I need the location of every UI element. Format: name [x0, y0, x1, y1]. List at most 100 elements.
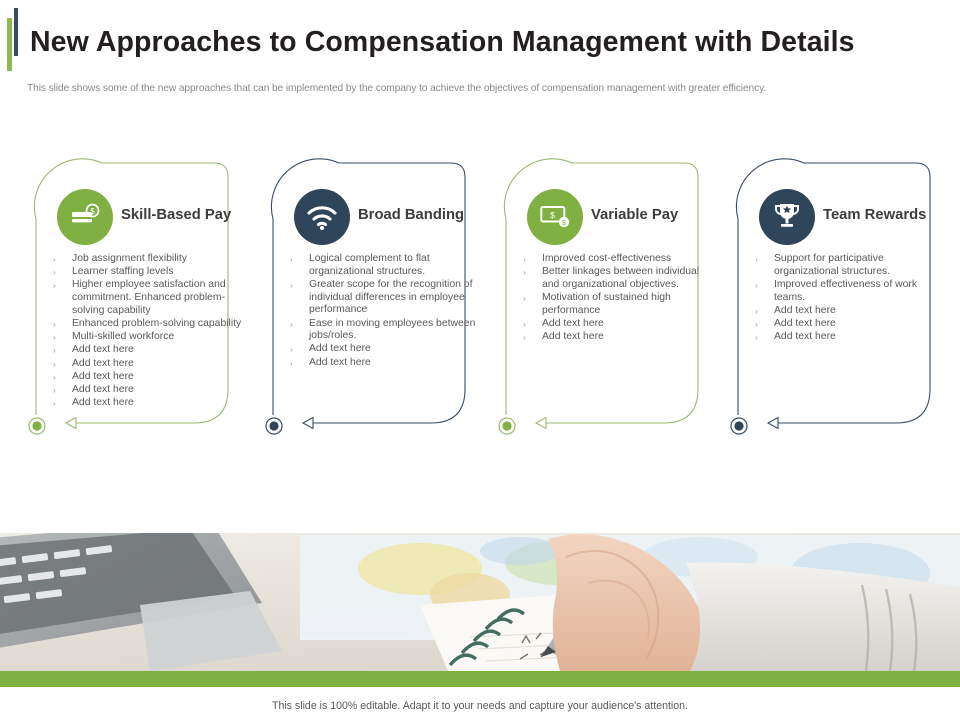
- footer-note: This slide is 100% editable. Adapt it to…: [271, 700, 689, 712]
- list-item-label: Job assignment flexibility: [72, 253, 187, 264]
- list-item: › Add text here: [48, 397, 244, 410]
- list-item-label: Ease in moving employees between jobs/ro…: [309, 317, 476, 342]
- list-item: ›Improved cost-effectiveness: [518, 253, 714, 266]
- chevron-right-icon: ›: [755, 279, 758, 290]
- card-icon-badge: $$: [527, 189, 583, 245]
- svg-text:$: $: [562, 220, 566, 227]
- list-item-label: Add text here: [774, 331, 836, 343]
- list-item: ›Add text here: [750, 331, 946, 344]
- list-item-label: Logical complement to flat organizationa…: [309, 253, 430, 277]
- money-card-icon: $: [72, 203, 100, 223]
- card-icon-badge: $: [57, 189, 113, 245]
- approach-card[interactable]: Broad Banding › Logical complement to flat…: [265, 155, 490, 470]
- chevron-right-icon: ›: [290, 279, 293, 290]
- card-outline: [503, 158, 699, 430]
- footer-green-bar: [0, 671, 960, 687]
- list-item: › Add text here: [518, 318, 714, 331]
- chevron-right-icon: ›: [290, 318, 293, 329]
- chevron-right-icon: ›: [53, 385, 56, 396]
- list-item: ›Motivation of sustained high performanc…: [518, 292, 714, 317]
- approach-card[interactable]: $ Skill-Based Pay › Job assignment flexibil…: [28, 155, 253, 470]
- wifi-signal-icon: [307, 206, 337, 231]
- list-item: › Add text here: [518, 331, 714, 344]
- chevron-right-icon: ›: [290, 254, 293, 264]
- list-item: › Higher employee satisfaction and commit…: [48, 279, 244, 317]
- list-item: › Better linkages between individual and …: [518, 266, 714, 291]
- list-item: › Add text here: [48, 371, 244, 384]
- card-bullet-list: ›Support for participative organizationa…: [750, 253, 946, 344]
- approach-card[interactable]: $$Variable Pay›Improved cost-effectivene…: [498, 155, 723, 470]
- list-item: ›Add text here: [285, 357, 481, 370]
- list-item: › Add text here: [285, 343, 481, 356]
- chevron-right-icon: ›: [523, 332, 526, 343]
- card-node-dot[interactable]: [497, 416, 517, 436]
- card-title: Broad Banding: [358, 207, 465, 223]
- photo-illustration: [0, 533, 960, 671]
- list-item: ›Learner staffing levels: [48, 266, 244, 279]
- list-item: › Add text here: [48, 344, 244, 357]
- chevron-right-icon: ›: [53, 398, 56, 409]
- banknote-icon: $$: [539, 206, 569, 228]
- card-node-dot[interactable]: [729, 416, 749, 436]
- card-bullet-list: ›Improved cost-effectiveness›Better link…: [518, 253, 714, 344]
- list-item: › Add text here: [750, 305, 946, 318]
- approach-card[interactable]: Team Rewards›Support for participative o…: [730, 155, 955, 470]
- list-item: › Improved effectiveness of work teams.: [750, 279, 946, 304]
- card-node-dot[interactable]: [27, 416, 47, 436]
- list-item-label: Enhanced problem-solving capability: [72, 318, 242, 330]
- footer-photo: [0, 533, 960, 671]
- list-item: ›Multi-skilled workforce: [48, 331, 244, 344]
- list-item-label: Add text here: [774, 304, 836, 316]
- card-icon-badge: [759, 189, 815, 245]
- list-item: › Add text here: [48, 358, 244, 371]
- list-item: › Ease in moving employees between jobs/r…: [285, 318, 481, 343]
- list-item: › Enhanced problem-solving capability: [48, 318, 244, 331]
- title-accent-bar-navy: [14, 8, 18, 56]
- svg-text:$: $: [90, 207, 95, 216]
- chevron-right-icon: ›: [53, 254, 56, 264]
- approach-cards-container: $ Skill-Based Pay › Job assignment flexibil…: [0, 155, 960, 485]
- list-item-label: Improved effectiveness of work teams.: [774, 278, 918, 303]
- list-item: › Job assignment flexibility: [48, 253, 244, 266]
- chevron-right-icon: ›: [53, 280, 56, 291]
- list-item-label: Add text here: [72, 384, 134, 396]
- chevron-right-icon: ›: [755, 254, 758, 264]
- card-outline: [735, 158, 931, 430]
- list-item: ›Support for participative organizationa…: [750, 253, 946, 278]
- list-item-label: Add text here: [72, 357, 134, 369]
- chevron-right-icon: ›: [290, 344, 293, 355]
- list-item-label: Greater scope for the recognition of ind…: [309, 278, 473, 316]
- list-item-label: Add text here: [542, 331, 604, 343]
- chevron-right-icon: ›: [523, 319, 526, 330]
- card-title: Variable Pay: [591, 207, 679, 223]
- list-item: › Add text here: [750, 318, 946, 331]
- chevron-right-icon: ›: [523, 267, 526, 278]
- list-item-label: Add text here: [72, 397, 134, 409]
- title-accent-bar-green: [7, 18, 12, 71]
- chevron-right-icon: ›: [523, 254, 526, 264]
- chevron-right-icon: ›: [755, 305, 758, 316]
- list-item-label: Learner staffing levels: [72, 266, 174, 278]
- card-title: Skill-Based Pay: [121, 207, 232, 223]
- list-item-label: Add text here: [309, 343, 371, 355]
- list-item-label: Better linkages between individual and o…: [542, 266, 700, 290]
- list-item-label: Add text here: [72, 370, 134, 382]
- chevron-right-icon: ›: [755, 319, 758, 330]
- list-item-label: Higher employee satisfaction and commitm…: [72, 279, 226, 316]
- list-item-label: Add text here: [542, 318, 604, 330]
- card-outline: [270, 158, 466, 430]
- chevron-right-icon: ›: [53, 358, 56, 369]
- chevron-right-icon: ›: [53, 371, 56, 382]
- card-node-dot[interactable]: [264, 416, 284, 436]
- chevron-right-icon: ›: [53, 319, 56, 330]
- svg-text:$: $: [550, 210, 555, 220]
- list-item-label: Add text here: [774, 318, 836, 330]
- chevron-right-icon: ›: [53, 345, 56, 356]
- list-item-label: Multi-skilled workforce: [72, 331, 175, 343]
- list-item: › Logical complement to flat organization…: [285, 253, 481, 278]
- trophy-icon: [775, 204, 799, 227]
- list-item-label: Add text here: [72, 344, 134, 356]
- list-item: › Greater scope for the recognition of in…: [285, 279, 481, 317]
- card-bullet-list: › Logical complement to flat organization…: [285, 253, 481, 370]
- list-item-label: Motivation of sustained high performance: [542, 292, 671, 316]
